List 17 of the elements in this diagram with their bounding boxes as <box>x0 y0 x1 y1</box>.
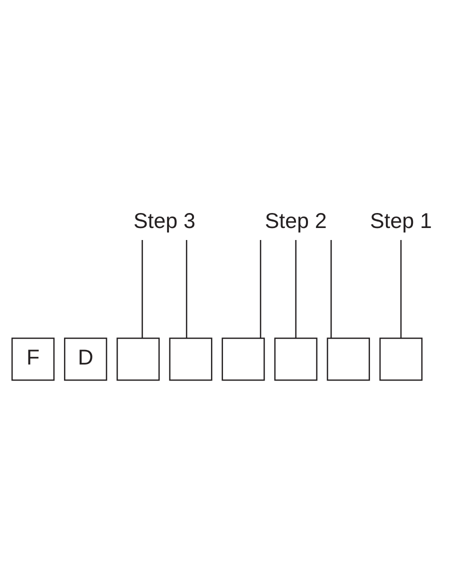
node-box <box>116 337 160 380</box>
connector <box>142 240 143 338</box>
connector <box>330 240 332 338</box>
connector <box>295 240 296 338</box>
node-box <box>274 337 318 380</box>
connector <box>186 240 188 338</box>
node-box <box>222 337 265 380</box>
connector <box>400 240 402 338</box>
node-box <box>169 337 212 380</box>
node-text: Step 2 <box>264 208 327 232</box>
node-box <box>326 337 370 380</box>
node-box <box>379 337 423 380</box>
connector <box>260 240 262 338</box>
node-box: F <box>11 337 55 380</box>
node-box: D <box>64 337 108 380</box>
node-text: Step 1 <box>370 208 432 232</box>
node-text: Step 3 <box>133 208 196 232</box>
